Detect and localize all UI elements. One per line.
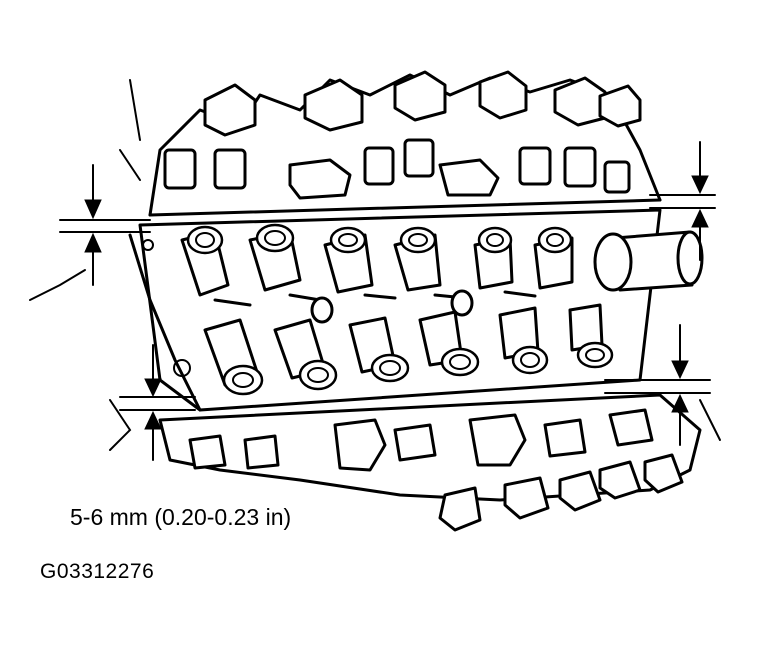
lower-cylinder-head (109, 393, 721, 532)
lifter-gallery (128, 208, 704, 412)
upper-row-lifters (180, 223, 574, 297)
lower-cam-lobes (438, 453, 684, 532)
figure-id: G03312276 (40, 560, 155, 583)
upper-ports (163, 138, 631, 200)
upper-cylinder-head (119, 70, 662, 217)
clearance-spec-caption: 5-6 mm (0.20-0.23 in) (70, 504, 292, 530)
lower-row-lifters (203, 303, 614, 396)
gasket-clearance-arrow-icon (59, 141, 716, 461)
lower-ports (188, 408, 654, 472)
upper-cam-lobes (203, 70, 642, 137)
camshaft-end (593, 230, 704, 292)
rocker-links (213, 289, 537, 324)
